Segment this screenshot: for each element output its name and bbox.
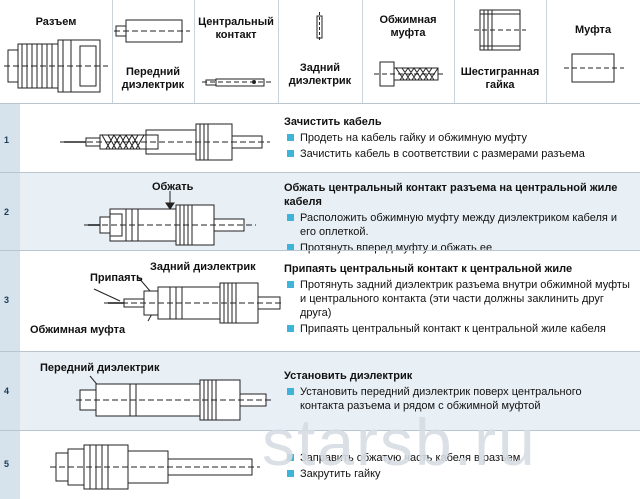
step-number-1: 1 xyxy=(4,135,10,145)
part-front-dielectric-label: Передний диэлектрик xyxy=(121,66,185,91)
part-connector-label: Разъем xyxy=(35,16,77,28)
step-1-bullet-1: Продеть на кабель гайку и обжимную муфту xyxy=(284,131,636,145)
row-separator xyxy=(0,430,640,431)
step-1-title: Зачистить кабель xyxy=(284,116,382,128)
step-1-instructions: Зачистить кабель Продеть на кабель гайку… xyxy=(284,115,636,163)
step-side-5 xyxy=(0,431,20,499)
front-dielectric-drawing xyxy=(114,19,190,43)
step-3-instructions: Припаять центральный контакт к центральн… xyxy=(284,262,636,338)
part-hex-nut-label: Шестигранная гайка xyxy=(460,66,540,91)
part-crimp-sleeve-label: Обжимная муфта xyxy=(379,14,437,39)
step-3-title: Припаять центральный контакт к центральн… xyxy=(284,263,573,275)
step-number-5: 5 xyxy=(4,459,10,469)
callout-solder: Припаять xyxy=(90,272,143,284)
parts-header: Разъем xyxy=(0,0,640,104)
step-2-drawing xyxy=(84,191,256,246)
step-2-instructions: Обжать центральный контакт разъема на це… xyxy=(284,181,636,257)
step-5-bullet-1: Заправить обжатую часть кабеля в разъем xyxy=(284,451,636,465)
part-connector: Разъем xyxy=(0,0,113,103)
row-separator xyxy=(0,172,640,173)
callout-front-dielectric: Передний диэлектрик xyxy=(40,362,160,374)
step-row-3: 3 Задний диэлектрик Припаять Обжимная му… xyxy=(0,251,640,351)
watermark: starsb.ru xyxy=(262,405,537,479)
part-front-dielectric: Передний диэлектрик xyxy=(112,0,195,103)
step-1-bullet-2: Зачистить кабель в соответствии с размер… xyxy=(284,147,636,161)
step-2-title: Обжать центральный контакт разъема на це… xyxy=(284,182,618,208)
step-row-4: 4 Передний диэлектрик Установить диэлект… xyxy=(0,352,640,430)
part-hex-nut: Шестигранная гайка xyxy=(454,0,547,103)
part-coupling-label: Муфта xyxy=(574,24,612,36)
step-number-3: 3 xyxy=(4,295,10,305)
step-5-instructions: Заправить обжатую часть кабеля в разъем … xyxy=(284,451,636,483)
step-3-drawing xyxy=(93,276,282,324)
step-4-instructions: Установить диэлектрик Установить передни… xyxy=(284,369,636,415)
step-4-drawing xyxy=(76,375,272,421)
step-5-bullet-2: Закрутить гайку xyxy=(284,467,636,481)
part-center-contact-label: Центральный контакт xyxy=(198,16,274,41)
step-number-2: 2 xyxy=(4,207,10,217)
center-contact-drawing xyxy=(202,78,272,87)
connector-drawing xyxy=(4,39,108,93)
callout-crimp: Обжать xyxy=(152,181,194,193)
step-4-title: Установить диэлектрик xyxy=(284,370,413,382)
step-row-5: 5 Заправить обжатую часть кабеля в разъе… xyxy=(0,431,640,499)
step-number-4: 4 xyxy=(4,386,10,396)
step-3-bullet-2: Припаять центральный контакт к центральн… xyxy=(284,322,636,336)
step-side-4 xyxy=(0,352,20,430)
step-3-bullet-1: Протянуть задний диэлектрик разъема внут… xyxy=(284,278,630,320)
coupling-drawing xyxy=(564,53,624,83)
part-rear-dielectric: Задний диэлектрик xyxy=(278,0,363,103)
row-separator xyxy=(0,250,640,251)
callout-crimp-sleeve: Обжимная муфта xyxy=(30,324,126,336)
callout-rear-dielectric: Задний диэлектрик xyxy=(150,261,256,273)
step-side-1 xyxy=(0,104,20,172)
step-2-bullet-1: Расположить обжимную муфту между диэлект… xyxy=(284,211,620,239)
row-separator xyxy=(0,351,640,352)
crimp-sleeve-drawing xyxy=(374,61,446,87)
step-1-drawing xyxy=(60,123,270,161)
part-rear-dielectric-label: Задний диэлектрик xyxy=(288,62,352,87)
step-side-3 xyxy=(0,251,20,351)
step-row-2: 2 Обжать Обжать центральный контакт разъ… xyxy=(0,173,640,254)
part-center-contact: Центральный контакт xyxy=(194,0,279,103)
step-5-drawing xyxy=(50,444,260,490)
rear-dielectric-drawing xyxy=(316,12,323,42)
step-side-2 xyxy=(0,173,20,250)
part-crimp-sleeve: Обжимная муфта xyxy=(362,0,455,103)
step-row-1: 1 Зачистить кабель Продеть на кабель гай… xyxy=(0,104,640,172)
step-2-bullet-2: Протянуть вперед муфту и обжать ее xyxy=(284,241,636,255)
part-coupling: Муфта xyxy=(546,0,640,103)
step-4-bullet-1: Установить передний диэлектрик поверх це… xyxy=(284,385,620,413)
hex-nut-drawing xyxy=(474,9,526,51)
